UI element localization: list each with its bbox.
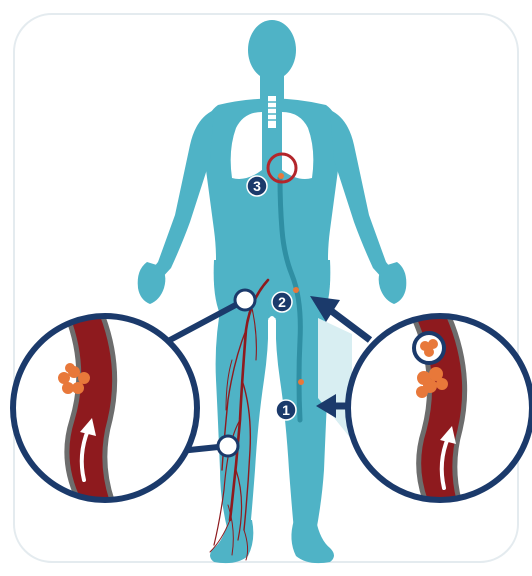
clot-dot (293, 287, 299, 293)
step-badge-1: 1 (276, 400, 296, 420)
step-badge-3: 3 (247, 176, 267, 196)
clot-dot (298, 379, 304, 385)
zoom-origin-lower (218, 436, 238, 456)
zoom-origin-upper (235, 290, 255, 310)
head (248, 20, 296, 80)
step-number: 1 (282, 402, 290, 418)
step-number: 3 (253, 178, 261, 194)
neck (260, 72, 284, 100)
step-badge-2: 2 (272, 292, 292, 312)
clot-dot (278, 173, 284, 179)
leg-gap (268, 316, 276, 360)
trachea (268, 96, 276, 128)
step-number: 2 (278, 294, 286, 310)
